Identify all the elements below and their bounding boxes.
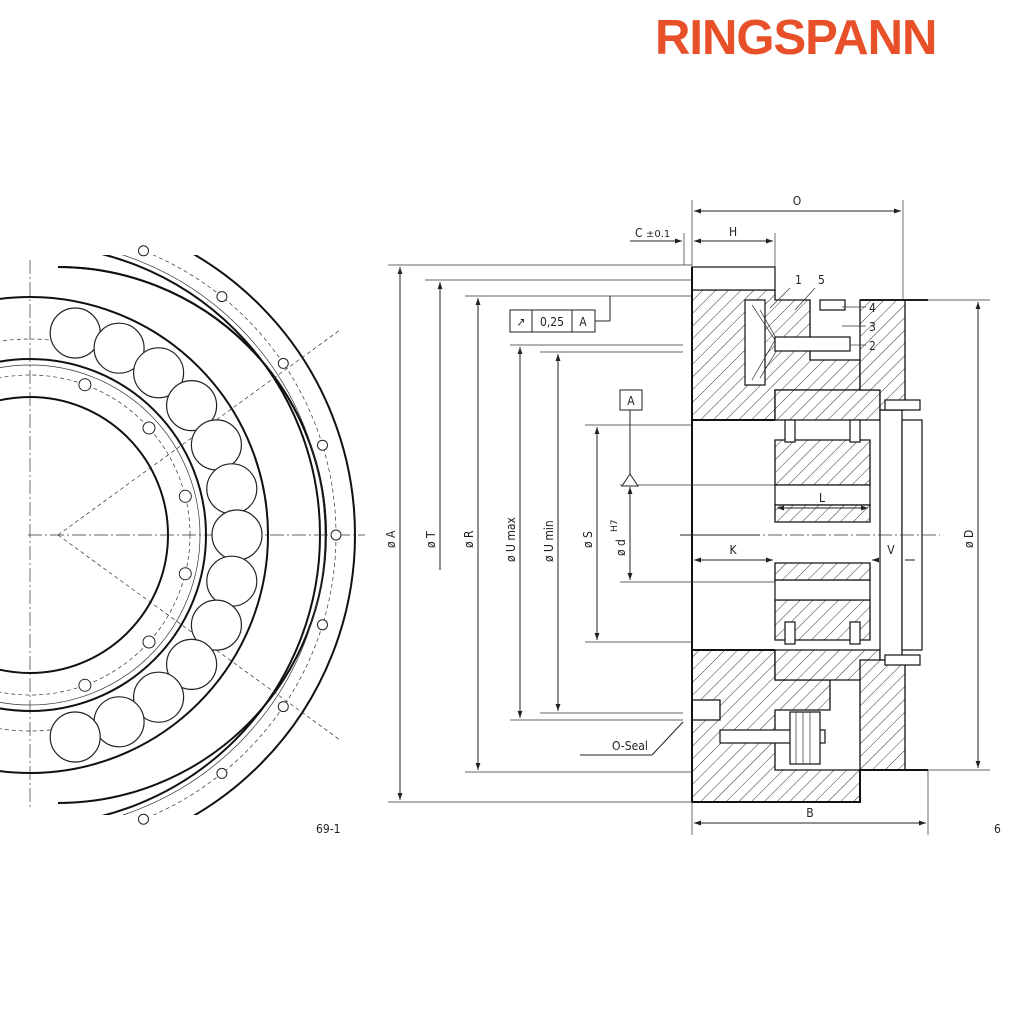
- part-numbers: 1 5 4 3 2: [795, 273, 876, 353]
- left-figure-code: 69-1: [316, 822, 341, 836]
- roller: [49, 711, 101, 763]
- dim-H: H: [729, 225, 737, 239]
- dim-d-fit: H7: [610, 520, 620, 533]
- inner-bolt-hole: [178, 489, 192, 503]
- dim-A: ø A: [384, 530, 398, 548]
- bolt-hole: [216, 767, 228, 779]
- dim-T: ø T: [424, 531, 438, 548]
- roller: [166, 638, 218, 691]
- geometric-tolerance-frame: ↗ 0,25 A: [509, 309, 596, 333]
- roller: [211, 509, 263, 561]
- roller: [133, 671, 185, 723]
- runout-symbol: ↗: [516, 315, 525, 329]
- part-number-1: 1: [795, 273, 802, 287]
- bolt-hole: [138, 813, 149, 825]
- front-half-view: [0, 255, 365, 815]
- dim-C-tolerance: ±0.1: [646, 229, 670, 240]
- bolt-hole: [277, 701, 289, 713]
- part-number-2: 2: [869, 339, 876, 353]
- roller: [93, 696, 145, 748]
- bolt-hole: [330, 529, 342, 541]
- right-figure-code: 6: [994, 822, 1001, 836]
- dim-B: B: [806, 806, 813, 820]
- dim-U-min: ø U min: [542, 520, 556, 562]
- dim-d: ø d: [614, 539, 628, 556]
- part-number-5: 5: [818, 273, 825, 287]
- inner-bolt-hole: [142, 421, 156, 435]
- bolt-hole: [138, 245, 149, 257]
- dim-D: ø D: [962, 530, 976, 548]
- oseal-callout: O-Seal: [612, 739, 648, 753]
- bolt-hole: [277, 357, 289, 369]
- inner-bolt-hole: [178, 567, 192, 581]
- roller: [190, 419, 242, 471]
- tolerance-datum: A: [579, 315, 587, 329]
- section-view: [680, 266, 940, 803]
- tolerance-value: 0,25: [540, 315, 564, 329]
- inner-bolt-hole: [78, 378, 92, 392]
- roller: [166, 380, 218, 432]
- roller-set: [49, 307, 263, 763]
- inner-bolt-hole: [142, 635, 156, 649]
- roller: [190, 599, 242, 651]
- dim-O: O: [793, 194, 802, 208]
- datum-box: A: [619, 389, 643, 411]
- svg-text:A: A: [627, 394, 635, 408]
- roller: [133, 347, 185, 399]
- flange-bolt-holes: [78, 245, 342, 825]
- dimension-labels: O H C ±0.1 ø A ø T ø R ø U max ø U min ø…: [384, 194, 976, 820]
- dim-L: L: [819, 491, 825, 505]
- dim-V: V: [887, 543, 895, 557]
- part-number-3: 3: [869, 320, 876, 334]
- roller: [206, 555, 258, 607]
- dim-U-max: ø U max: [504, 517, 518, 562]
- dim-K: K: [729, 543, 737, 557]
- bolt-hole: [317, 439, 328, 451]
- roller: [49, 307, 101, 359]
- bolt-hole: [317, 619, 328, 631]
- dim-S: ø S: [581, 531, 595, 548]
- roller: [93, 322, 145, 374]
- part-number-4: 4: [869, 301, 876, 315]
- bolt-hole: [216, 291, 228, 303]
- roller: [206, 463, 258, 515]
- dimension-lines: [388, 200, 990, 835]
- inner-bolt-hole: [78, 678, 92, 692]
- dim-C: C: [635, 226, 643, 240]
- ringspann-logo: RINGSPANN: [655, 11, 937, 65]
- dim-R: ø R: [462, 530, 476, 548]
